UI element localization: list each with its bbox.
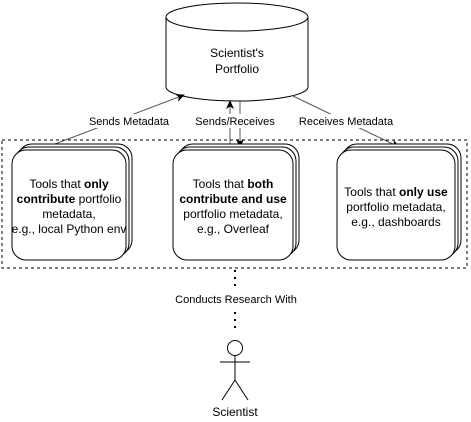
tool-contribute-line2-bold: contribute xyxy=(17,192,76,206)
edge-label-bg xyxy=(194,114,278,128)
tool-both-line2: contribute and use xyxy=(179,192,287,206)
edge-label-conducts-research-with: Conducts Research With xyxy=(175,294,297,306)
tool-card-use[interactable]: Tools that only use portfolio metadata, … xyxy=(336,143,462,261)
edge-label-sends-receives: Sends/Receives xyxy=(195,116,275,128)
portfolio-cylinder-top xyxy=(165,2,309,32)
card-stack-front xyxy=(336,149,456,261)
portfolio-label-line1: Scientist's xyxy=(210,46,264,60)
edge-label-bg xyxy=(84,114,174,128)
tool-both-line1-plain: Tools that xyxy=(193,177,248,191)
tool-both-line3: portfolio metadata, xyxy=(183,207,282,221)
edge-label-receives-metadata: Receives Metadata xyxy=(299,116,394,128)
tool-contribute-line1-bold: only xyxy=(84,177,109,191)
portfolio-cylinder-body xyxy=(165,17,309,102)
tool-use-line1: Tools that only use xyxy=(344,185,448,199)
tool-contribute-line1-plain: Tools that xyxy=(29,177,84,191)
tools-group-boundary xyxy=(1,139,468,269)
edge-label-sends-metadata: Sends Metadata xyxy=(89,116,170,128)
tool-contribute-line2: contribute portfolio xyxy=(17,192,122,206)
tool-both-line4: e.g., Overleaf xyxy=(197,222,270,236)
card-stack-front xyxy=(172,149,294,261)
actor-left-leg xyxy=(221,379,236,401)
tool-both-line1-bold: both xyxy=(247,177,273,191)
tool-contribute-line2-plain: portfolio xyxy=(75,192,121,206)
tool-contribute-line3: metadata, xyxy=(42,207,95,221)
tool-contribute-line1: Tools that only xyxy=(29,177,109,191)
tool-contribute-line4: e.g., local Python env xyxy=(12,222,127,236)
actor-right-leg xyxy=(234,379,249,401)
tool-use-line1-plain: Tools that xyxy=(344,185,399,199)
tool-use-line3: e.g., dashboards xyxy=(351,215,440,229)
scientist-actor-icon[interactable] xyxy=(220,340,250,401)
tool-card-contribute[interactable]: Tools that only contribute portfolio met… xyxy=(11,143,133,261)
scientist-label: Scientist xyxy=(212,405,258,419)
portfolio-label-line2: Portfolio xyxy=(215,62,259,76)
tool-use-line1-bold: only use xyxy=(399,185,448,199)
tool-use-line2: portfolio metadata, xyxy=(346,200,445,214)
actor-head xyxy=(227,340,243,356)
tool-card-both[interactable]: Tools that both contribute and use portf… xyxy=(172,143,300,261)
card-stack-front xyxy=(11,149,127,261)
portfolio-database[interactable]: Scientist's Portfolio xyxy=(165,2,309,102)
edge-label-bg xyxy=(297,114,395,128)
tool-both-line1: Tools that both xyxy=(193,177,274,191)
